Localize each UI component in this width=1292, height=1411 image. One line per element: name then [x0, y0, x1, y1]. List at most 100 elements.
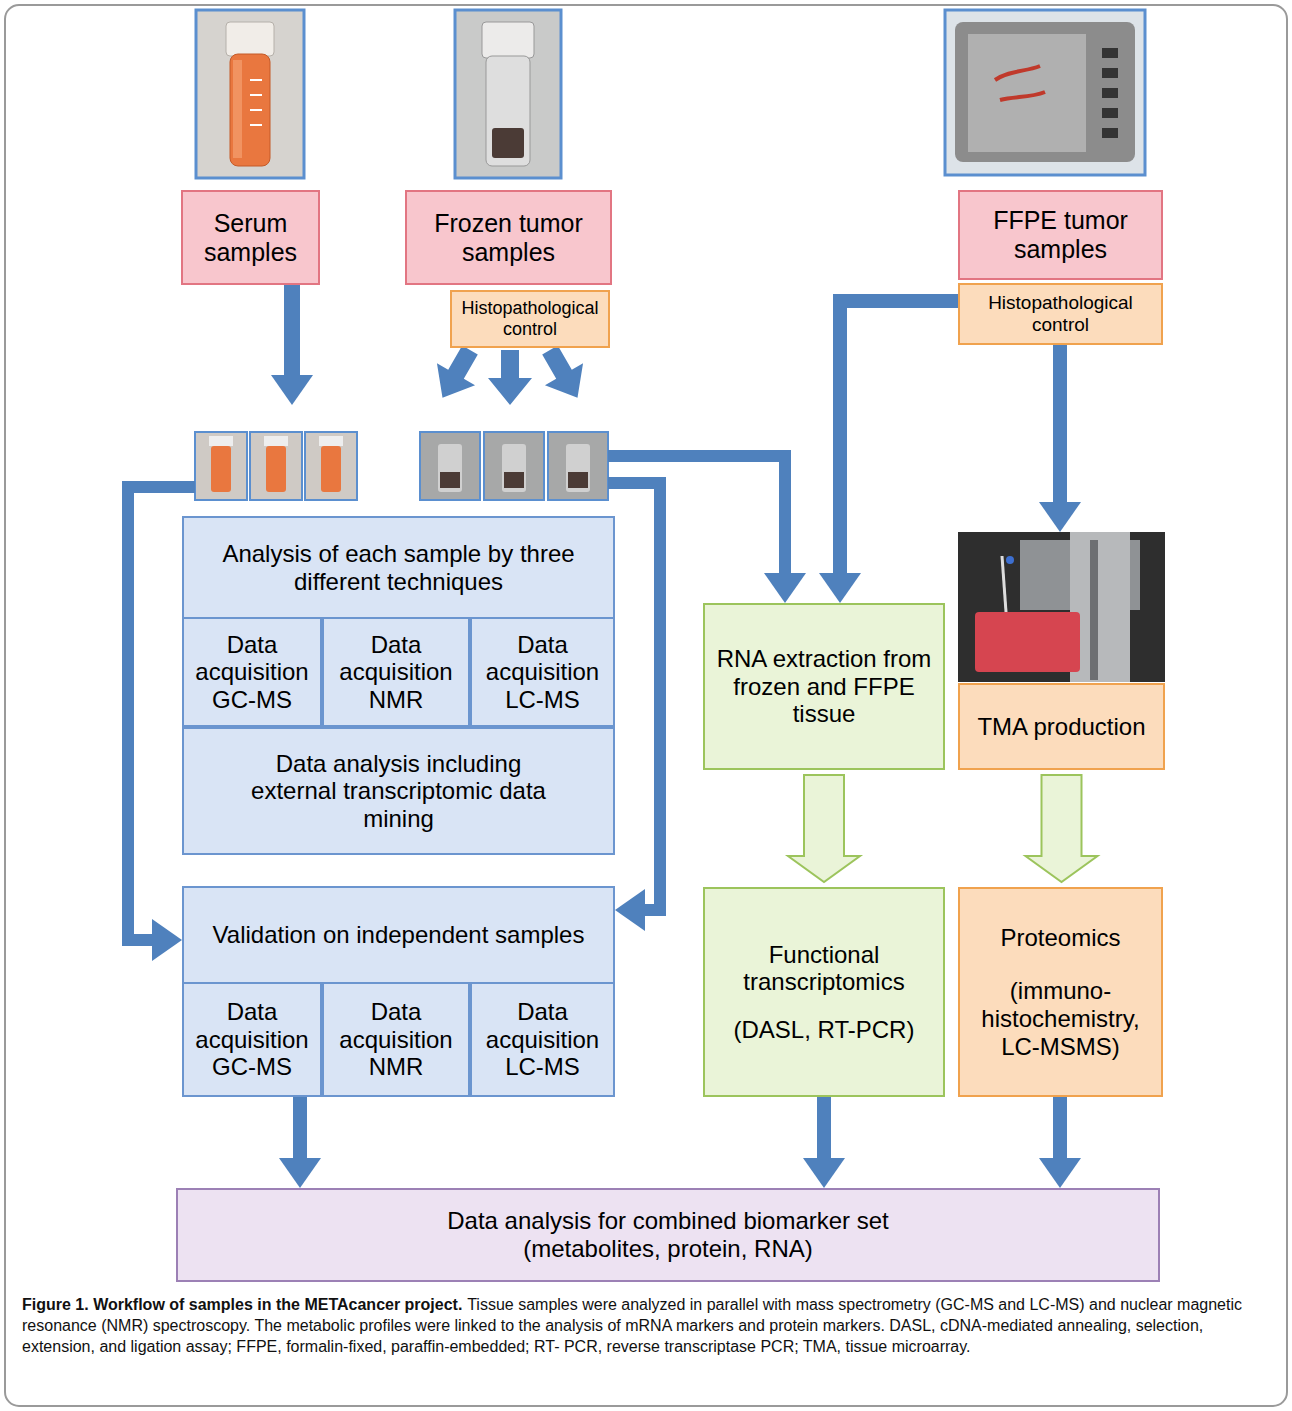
flow-arrow: [1053, 345, 1067, 503]
box-label: Validation on independent samples: [213, 921, 585, 949]
cassette-hole: [1102, 68, 1118, 78]
layout-arrows: [128, 285, 785, 940]
cassette-hole: [1102, 128, 1118, 138]
box-label: Serum samples: [188, 209, 313, 267]
machine-detail: [1006, 556, 1014, 564]
result-box: Data analysis for combined biomarker set…: [176, 1188, 1160, 1282]
box-detail: (DASL, RT-PCR): [734, 1016, 915, 1044]
validation-panel: Validation on independent samplesData ac…: [182, 886, 615, 1097]
box-label: Proteomics: [1000, 924, 1120, 952]
technique-box: Data acquisition NMR: [322, 617, 470, 727]
flow-arrow: [840, 301, 958, 574]
process-box: Functional transcriptomics (DASL, RT-PCR): [703, 887, 945, 1097]
tube-cap: [264, 436, 288, 446]
box-label: Analysis of each sample by three differe…: [192, 540, 605, 595]
tissue-sample: [568, 472, 588, 488]
tube-body: [211, 446, 231, 492]
sample-box: Serum samples: [181, 190, 320, 285]
tube-cap: [319, 436, 343, 446]
cassette-hole: [1102, 108, 1118, 118]
flow-arrow: [531, 339, 597, 409]
aliquot-photo: [420, 432, 480, 500]
flow-arrow: [608, 456, 785, 574]
photo-frame: [945, 10, 1145, 175]
flow-arrow: [488, 350, 532, 405]
figure-title: Figure 1. Workflow of samples in the MET…: [22, 1296, 462, 1313]
technique-box: Data acquisition LC-MS: [470, 617, 615, 727]
block-arrow: [1026, 775, 1098, 882]
flow-arrow: [423, 339, 489, 409]
ffpe-cassette-photo: [945, 10, 1145, 175]
tube-marks: [250, 80, 262, 125]
box-label: FFPE tumor samples: [965, 206, 1156, 264]
block-arrow: [788, 775, 860, 882]
photo-background: [958, 532, 1165, 682]
technique-box: Data acquisition GC-MS: [182, 617, 322, 727]
box-detail: (immuno- histochemistry, LC-MSMS): [965, 977, 1156, 1060]
tissue-sample: [504, 472, 524, 488]
tube-highlight: [233, 60, 242, 158]
panel-header: Validation on independent samples: [184, 888, 613, 982]
photo-frame: [196, 10, 304, 178]
figure-caption: Figure 1. Workflow of samples in the MET…: [22, 1294, 1272, 1357]
tube-body: [438, 444, 462, 492]
tube-body: [566, 444, 590, 492]
technique-box: Data acquisition NMR: [322, 982, 470, 1097]
control-box: Histopathological control: [450, 290, 610, 348]
tissue-sample: [995, 66, 1045, 100]
tube-body: [230, 54, 270, 166]
sample-box: Frozen tumor samples: [405, 190, 612, 285]
wax-block: [968, 34, 1086, 152]
tissue-sample: [440, 472, 460, 488]
flow-arrow: [293, 1097, 307, 1159]
aliquot-photo: [548, 432, 608, 500]
sample-box: FFPE tumor samples: [958, 190, 1163, 280]
technique-box: Data acquisition LC-MS: [470, 982, 615, 1097]
flow-arrow: [284, 285, 300, 376]
box-label: Functional transcriptomics: [710, 941, 938, 996]
box-label: Data acquisition NMR: [329, 998, 463, 1081]
box-label: Data analysis for combined biomarker set…: [408, 1207, 928, 1262]
machine-rail: [1090, 540, 1098, 680]
cassette: [955, 22, 1135, 162]
serum-aliquots: [195, 432, 357, 500]
technique-box: Data acquisition GC-MS: [182, 982, 322, 1097]
box-label: Histopathological control: [965, 292, 1156, 336]
flow-arrow: [1053, 1097, 1067, 1159]
box-label: Data analysis including external transcr…: [239, 750, 559, 833]
frozen-tube-photo: [455, 10, 561, 178]
box-label: Data acquisition NMR: [329, 631, 463, 714]
process-box: RNA extraction from frozen and FFPE tiss…: [703, 603, 945, 770]
tube-cap: [482, 22, 534, 58]
box-label: Histopathological control: [457, 298, 603, 339]
serum-tube-photo: [196, 10, 304, 178]
tube-body: [486, 56, 530, 166]
box-label: TMA production: [977, 713, 1145, 741]
tube-cap: [226, 22, 274, 56]
tube-body: [502, 444, 526, 492]
box-label: Data acquisition GC-MS: [189, 631, 315, 714]
punch-needle: [1002, 556, 1006, 612]
panel-header: Analysis of each sample by three differe…: [184, 518, 613, 617]
tube-body: [266, 446, 286, 492]
tissue-sample: [492, 128, 524, 158]
photo-frame: [455, 10, 561, 178]
flow-arrow: [817, 1097, 831, 1159]
aliquot-photo: [484, 432, 544, 500]
box-label: Frozen tumor samples: [412, 209, 605, 267]
control-box: Histopathological control: [958, 283, 1163, 345]
cassette-hole: [1102, 88, 1118, 98]
aliquot-photo: [250, 432, 302, 500]
tma-box: TMA production: [958, 532, 1165, 770]
box-label: Data acquisition LC-MS: [477, 998, 608, 1081]
flow-arrow: [608, 483, 660, 910]
aliquot-photo: [195, 432, 247, 500]
box-label: Data acquisition LC-MS: [477, 631, 608, 714]
analysis-panel: Analysis of each sample by three differe…: [182, 516, 615, 855]
box-label: RNA extraction from frozen and FFPE tiss…: [710, 645, 938, 728]
analysis-box: Data analysis including external transcr…: [182, 727, 615, 855]
frozen-aliquots: [420, 432, 608, 500]
box-label: Data acquisition GC-MS: [189, 998, 315, 1081]
tma-machine-photo: [958, 532, 1165, 682]
